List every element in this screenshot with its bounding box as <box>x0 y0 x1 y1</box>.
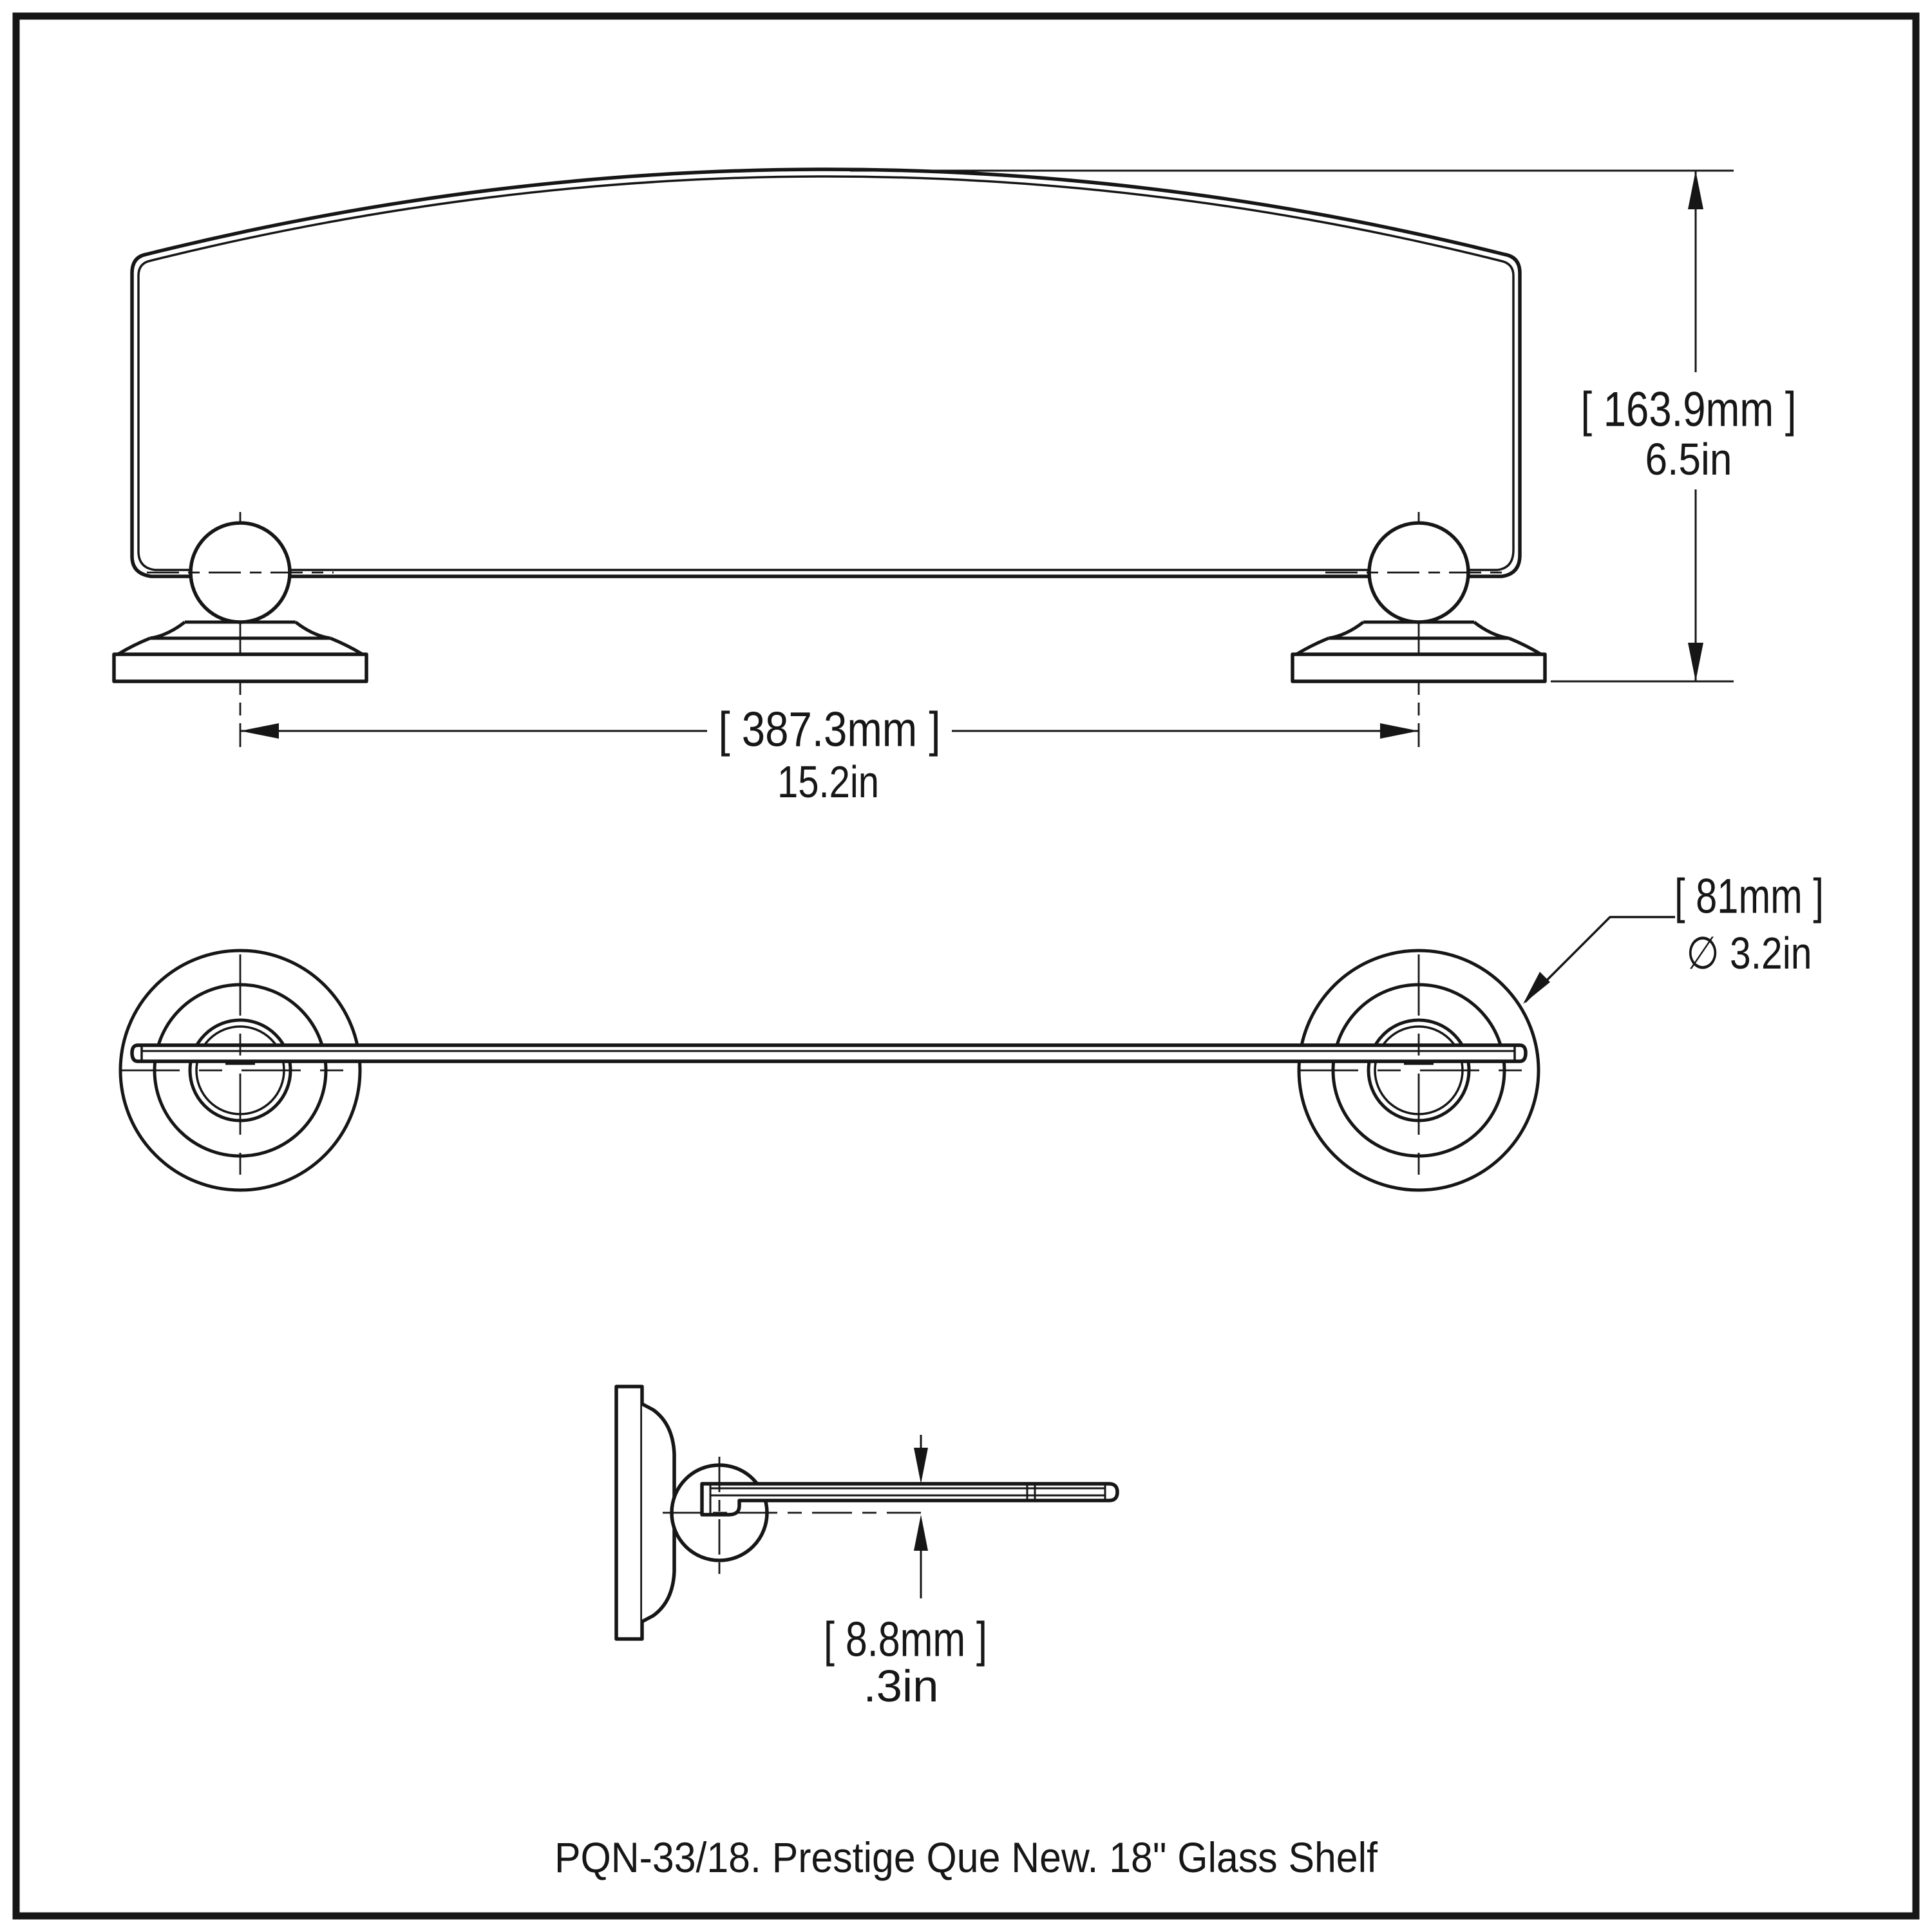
thickness-dim-mm: [ 8.8mm ] <box>824 1613 987 1667</box>
height-dimension: [ 163.9mm ] 6.5in <box>850 169 1797 683</box>
front-view: [ 163.9mm ] 6.5in [ 387.3mm ] 15.2in <box>114 167 1797 807</box>
leader-line <box>1524 916 1675 1003</box>
arrow-left-icon <box>240 723 279 739</box>
width-dim-inches: 15.2in <box>777 757 879 807</box>
glass-shelf-inner-edge <box>137 175 1515 571</box>
glass-shelf-outline <box>130 167 1522 578</box>
shelf-bar <box>130 1043 1528 1063</box>
plan-view: [ 81mm ] ∅ 3.2in <box>120 869 1824 1191</box>
glass-edge-profile <box>700 1482 1119 1517</box>
diameter-dim-mm: [ 81mm ] <box>1674 869 1824 924</box>
wall-plate <box>614 1385 644 1641</box>
width-dim-mm: [ 387.3mm ] <box>719 703 941 757</box>
leader-arrow-icon <box>1523 972 1550 1004</box>
arrow-right-icon <box>1380 723 1419 739</box>
diameter-dimension: [ 81mm ] ∅ 3.2in <box>1523 869 1824 1004</box>
thickness-dim-inches: .3in <box>864 1661 939 1711</box>
diameter-dim-inches: ∅ 3.2in <box>1687 928 1812 978</box>
arrow-up-icon <box>1688 171 1703 209</box>
height-dim-mm: [ 163.9mm ] <box>1581 383 1797 437</box>
arrow-down-icon <box>1688 643 1703 681</box>
border-frame <box>12 12 1920 1920</box>
side-view: [ 8.8mm ] .3in <box>614 1385 1119 1711</box>
width-dimension: [ 387.3mm ] 15.2in <box>240 703 1419 807</box>
thickness-dimension: [ 8.8mm ] .3in <box>824 1435 987 1711</box>
arrow-down-icon <box>914 1448 928 1484</box>
drawing-caption: PQN-33/18. Prestige Que New. 18" Glass S… <box>554 1833 1378 1881</box>
height-dim-inches: 6.5in <box>1645 434 1732 484</box>
arrow-up-icon <box>914 1515 928 1551</box>
